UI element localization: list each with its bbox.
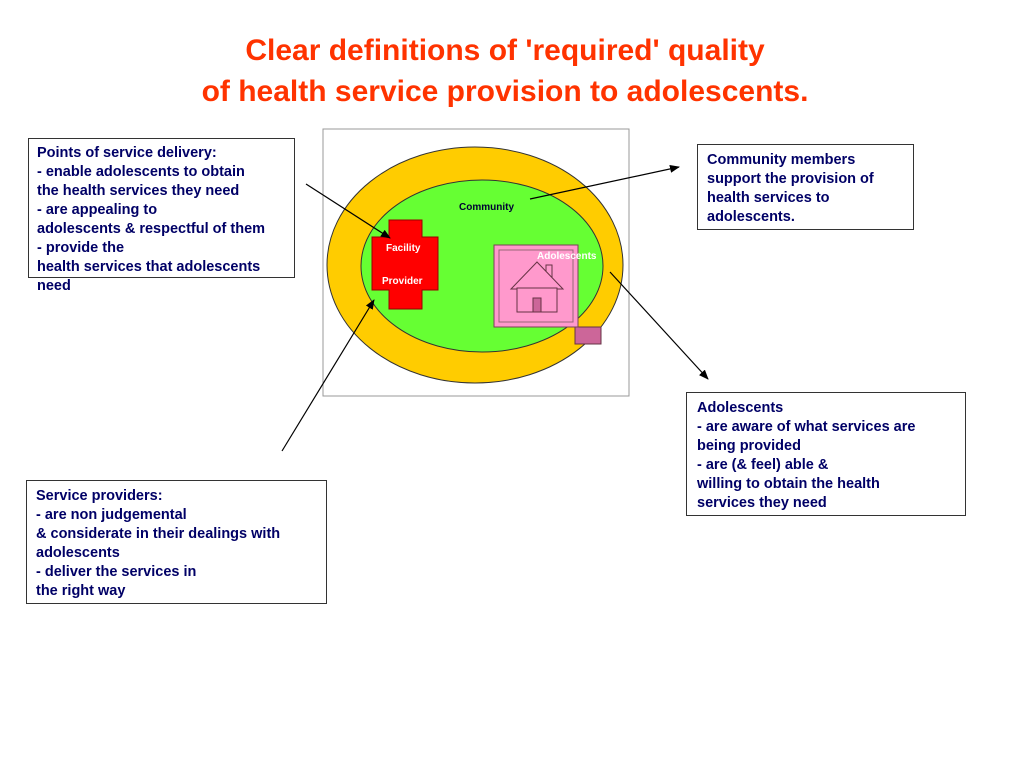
- facility-cross: [371, 219, 439, 310]
- house-icon: [509, 261, 565, 313]
- delivery-line: Points of service delivery:: [37, 145, 217, 161]
- delivery-line: the health services they need: [37, 183, 240, 199]
- title-line-2: of health service provision to adolescen…: [201, 75, 809, 108]
- arrow-delivery-to-facility: [305, 183, 391, 239]
- delivery-line: - are appealing to: [37, 202, 158, 218]
- adolescents-line: services they need: [697, 495, 827, 511]
- arrow-adolescents-to-box: [609, 271, 709, 380]
- adolescents-line: Adolescents: [697, 400, 784, 416]
- providers-line: adolescents: [36, 545, 120, 561]
- delivery-line: adolescents & respectful of them: [37, 221, 266, 237]
- adolescents-line: - are (& feel) able &: [697, 457, 829, 473]
- adolescents-label: Adolescents: [537, 251, 597, 262]
- delivery-line: health services that adolescents: [37, 259, 261, 275]
- delivery-line: need: [37, 278, 71, 294]
- title-line-1: Clear definitions of 'required' quality: [245, 34, 765, 67]
- arrow-community-to-box: [529, 164, 680, 200]
- delivery-line: - provide the: [37, 240, 125, 256]
- adolescents-line: - are aware of what services are: [697, 419, 916, 435]
- providers-line: Service providers:: [36, 488, 163, 504]
- service-providers-box: Service providers: - are non judgemental…: [26, 480, 327, 604]
- provider-label: Provider: [382, 276, 423, 287]
- community-line: support the provision of: [707, 171, 874, 187]
- service-delivery-box: Points of service delivery: - enable ado…: [28, 138, 295, 294]
- slide-title: Clear definitions of 'required' quality …: [0, 30, 1010, 112]
- community-line: health services to: [707, 190, 830, 206]
- community-box: Community members support the provision …: [697, 144, 914, 230]
- providers-line: - are non judgemental: [36, 507, 187, 523]
- adolescents-box: Adolescents - are aware of what services…: [686, 392, 966, 516]
- providers-line: & considerate in their dealings with: [36, 526, 281, 542]
- adolescents-line: willing to obtain the health: [697, 476, 880, 492]
- community-label: Community: [459, 202, 514, 213]
- delivery-line: - enable adolescents to obtain: [37, 164, 245, 180]
- providers-line: - deliver the services in: [36, 564, 197, 580]
- adolescents-line: being provided: [697, 438, 801, 454]
- arrow-providers-to-facility: [281, 299, 375, 452]
- community-line: adolescents.: [707, 209, 795, 225]
- adolescents-shadow: [574, 326, 602, 345]
- providers-line: the right way: [36, 583, 126, 599]
- facility-label: Facility: [386, 243, 421, 254]
- community-line: Community members: [707, 152, 856, 168]
